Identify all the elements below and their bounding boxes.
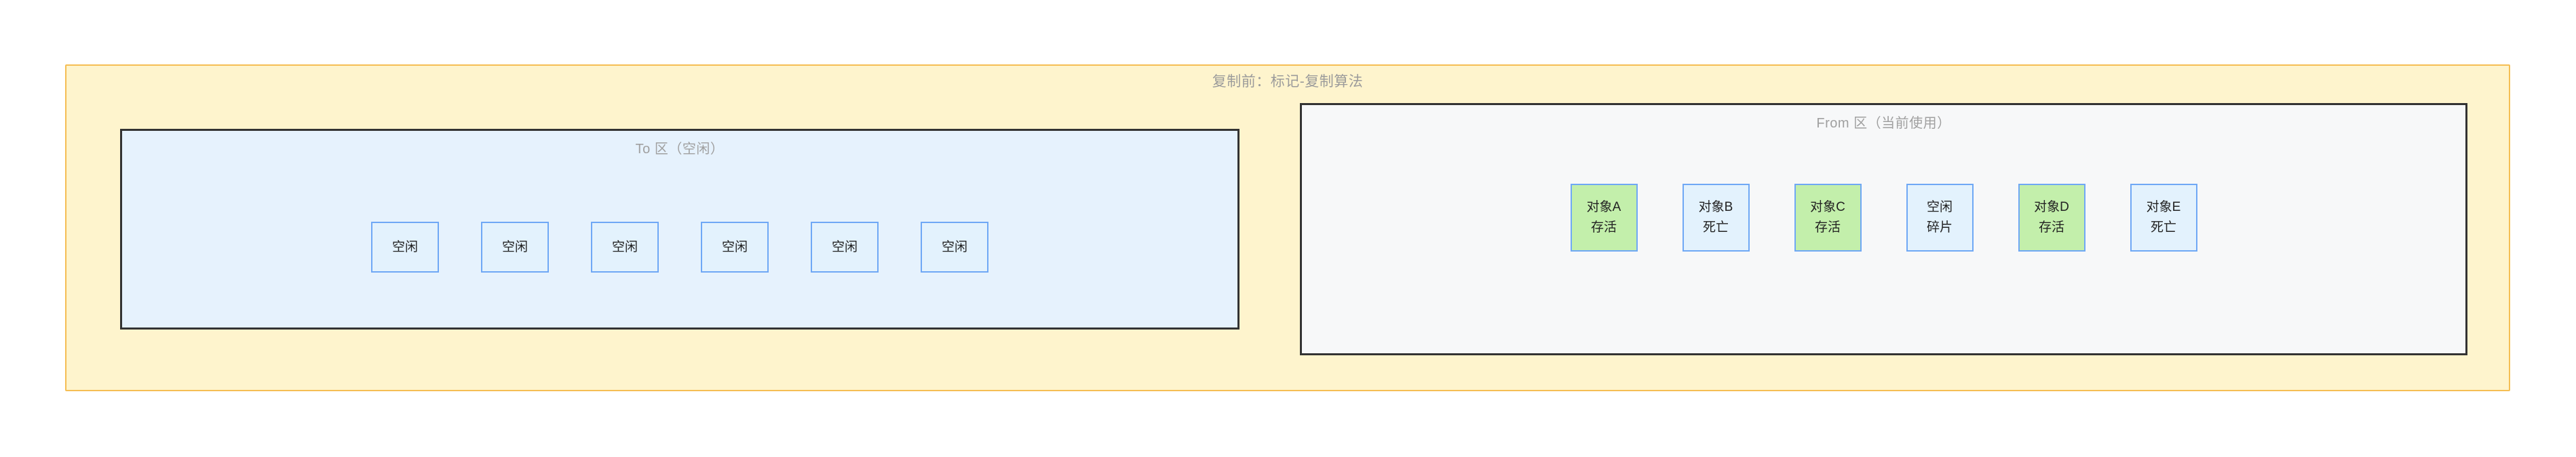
memory-slot-label: 对象E	[2146, 200, 2181, 214]
memory-slot-state: 死亡	[2150, 220, 2176, 235]
memory-slot: 对象B 死亡	[1682, 184, 1750, 252]
memory-slot: 对象A 存活	[1570, 184, 1638, 252]
memory-slot-label: 空闲	[941, 239, 967, 254]
memory-slot: 空闲	[591, 222, 659, 273]
memory-slot: 空闲	[811, 222, 879, 273]
memory-slot-label: 空闲	[501, 239, 528, 254]
memory-slot: 对象C 存活	[1794, 184, 1862, 252]
from-region-panel: From 区（当前使用） 对象A 存活 对象B 死亡 对象C 存活 空闲碎片 对象D 存活 对象E…	[1300, 103, 2467, 355]
to-region-title: To 区（空闲）	[635, 142, 725, 157]
memory-slot-label: 对象D	[2034, 200, 2069, 214]
memory-slot-state: 存活	[1814, 220, 1841, 235]
to-region-panel: To 区（空闲） 空闲 空闲 空闲 空闲 空闲 空闲	[120, 129, 1239, 330]
memory-slot-label: 空闲	[391, 239, 418, 254]
memory-slot: 空闲	[701, 222, 769, 273]
memory-slot-label: 空闲	[831, 239, 858, 254]
to-region-slot-row: 空闲 空闲 空闲 空闲 空闲 空闲	[122, 222, 1237, 273]
memory-copy-diagram: 复制前：标记-复制算法 To 区（空闲） 空闲空闲空闲空闲空闲空闲 From 区…	[65, 64, 2510, 391]
memory-slot-state: 存活	[2038, 220, 2064, 235]
memory-slot-label: 空闲	[721, 239, 748, 254]
memory-slot-state: 存活	[1590, 220, 1617, 235]
memory-slot-label: 空闲	[611, 239, 638, 254]
memory-slot: 空闲碎片	[1906, 184, 1974, 252]
diagram-title: 复制前：标记-复制算法	[1212, 74, 1364, 90]
memory-slot: 对象E 死亡	[2130, 184, 2197, 252]
memory-slot-label: 对象C	[1810, 200, 1845, 214]
memory-slot: 空闲	[371, 222, 439, 273]
memory-slot-label: 对象B	[1698, 200, 1733, 214]
memory-slot: 空闲	[921, 222, 988, 273]
memory-slot-label: 空闲	[1926, 200, 1953, 214]
memory-slot-state: 碎片	[1926, 220, 1953, 235]
memory-slot: 空闲	[481, 222, 549, 273]
memory-slot: 对象D 存活	[2018, 184, 2085, 252]
memory-slot-label: 对象A	[1586, 200, 1621, 214]
from-region-slot-row: 对象A 存活 对象B 死亡 对象C 存活 空闲碎片 对象D 存活 对象E 死亡	[1302, 184, 2465, 252]
memory-slot-state: 死亡	[1702, 220, 1729, 235]
from-region-title: From 区（当前使用）	[1816, 116, 1951, 131]
